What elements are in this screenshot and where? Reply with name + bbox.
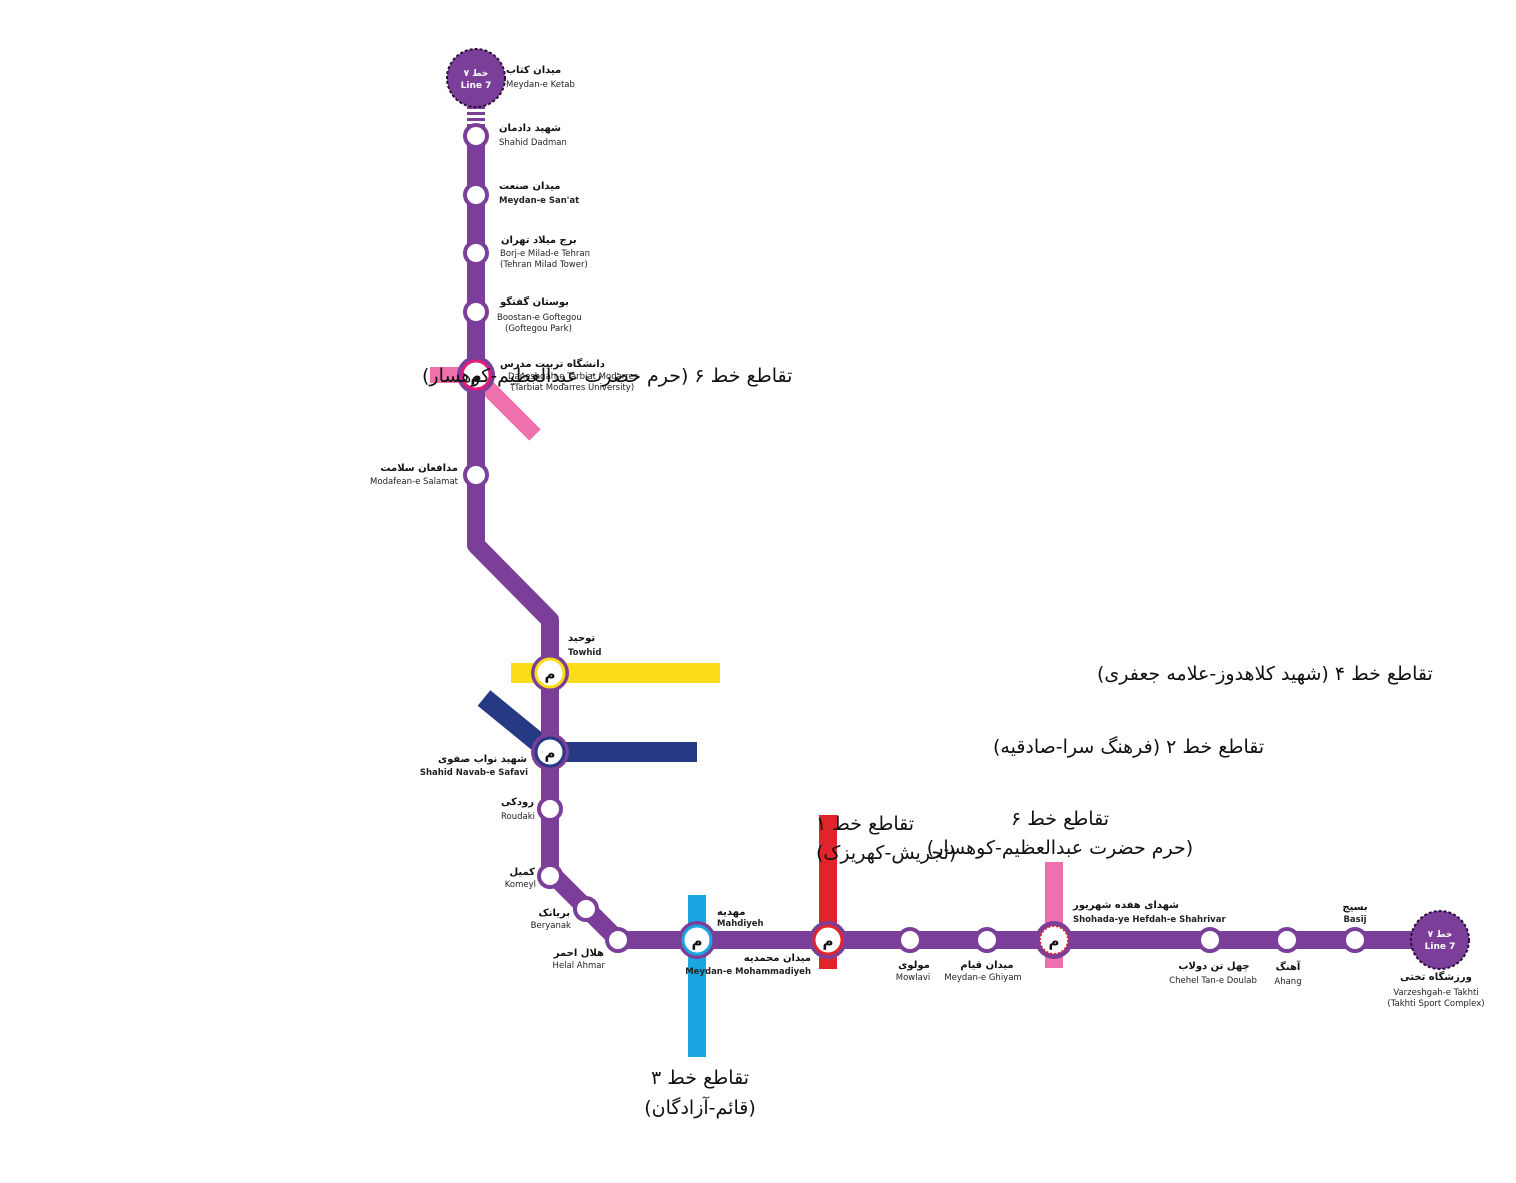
label-varzeshgah-takhti-en2: (Takhti Sport Complex) bbox=[1387, 999, 1484, 1009]
station-marker-modafean-salamat[interactable] bbox=[463, 462, 489, 488]
label-mohammadiyeh-fa: میدان محمدیه bbox=[744, 953, 811, 964]
label-towhid-en: Towhid bbox=[568, 648, 601, 658]
label-basij-en: Basij bbox=[1343, 915, 1366, 925]
label-roudaki-fa: رودکی bbox=[501, 797, 534, 808]
line2-branch bbox=[477, 690, 697, 762]
station-marker-boostan-goftegou[interactable] bbox=[463, 299, 489, 325]
label-roudaki-en: Roudaki bbox=[501, 812, 535, 822]
label-mowlavi-fa: مولوی bbox=[898, 960, 930, 971]
label-meydan-sanat-fa: میدان صنعت bbox=[499, 181, 560, 192]
station-markers bbox=[463, 123, 1368, 953]
label-tarbiat-modarres-fa: دانشگاه تربیت مدرس bbox=[500, 357, 605, 370]
interchange-shohada-17[interactable]: م bbox=[1035, 921, 1073, 959]
station-marker-basij[interactable] bbox=[1342, 927, 1368, 953]
label-navab-safavi-fa: شهید نواب صفوی bbox=[438, 754, 527, 765]
label-shahid-dadman-fa: شهید دادمان bbox=[499, 123, 561, 134]
label-boostan-goftegou-en: Boostan-e Goftegou bbox=[497, 313, 582, 323]
label-modafean-salamat-en: Modafean-e Salamat bbox=[370, 477, 459, 487]
interchange-tarbiat-modarres[interactable]: م bbox=[457, 356, 495, 394]
label-towhid-fa: توحید bbox=[568, 633, 595, 644]
terminal-north-fa: خط ۷ bbox=[464, 69, 489, 79]
label-beryanak-fa: بریانک bbox=[539, 908, 570, 919]
interchange-mohammadiyeh[interactable]: م bbox=[809, 921, 847, 959]
station-marker-ghiyam[interactable] bbox=[974, 927, 1000, 953]
label-varzeshgah-takhti-en: Varzeshgah-e Takhti bbox=[1393, 988, 1478, 998]
label-mahdiyeh-en: Mahdiyeh bbox=[717, 919, 764, 929]
metro-icon: م bbox=[545, 744, 556, 762]
label-shahid-dadman-en: Shahid Dadman bbox=[499, 138, 567, 148]
label-ahang-en: Ahang bbox=[1274, 977, 1301, 987]
label-mowlavi-en: Mowlavi bbox=[896, 973, 930, 983]
label-meydan-ketab-fa: میدان کتاب bbox=[506, 65, 561, 76]
label-chehel-tan-fa: چهل تن دولاب bbox=[1178, 961, 1249, 972]
metro-icon: م bbox=[1049, 932, 1060, 950]
label-borj-milad-fa: برج میلاد تهران bbox=[501, 235, 577, 246]
label-mahdiyeh-fa: مهدیه bbox=[717, 907, 745, 918]
station-marker-chehel-tan[interactable] bbox=[1197, 927, 1223, 953]
label-modafean-salamat-fa: مدافعان سلامت bbox=[380, 463, 458, 474]
annotation-line6-east-title: تقاطع خط ۶ bbox=[1011, 808, 1109, 830]
station-marker-komeyl[interactable] bbox=[537, 863, 563, 889]
annotation-line1-route: (تجریش-کهریزک) bbox=[816, 842, 956, 864]
metro-icon: م bbox=[692, 932, 703, 950]
station-labels: میدان کتاب Meydan-e Ketab شهید دادمان Sh… bbox=[370, 65, 1485, 1009]
label-komeyl-fa: کمیل bbox=[509, 867, 535, 878]
interchange-mahdiyeh[interactable]: م bbox=[678, 921, 716, 959]
label-navab-safavi-en: Shahid Navab-e Safavi bbox=[420, 768, 528, 778]
station-marker-shahid-dadman[interactable] bbox=[463, 123, 489, 149]
interchange-navab-safavi[interactable]: م bbox=[531, 733, 569, 771]
interchange-towhid[interactable]: م bbox=[531, 654, 569, 692]
annotation-line3-title: تقاطع خط ۳ bbox=[651, 1067, 749, 1089]
label-borj-milad-en2: (Tehran Milad Tower) bbox=[500, 260, 588, 270]
metro-icon: م bbox=[471, 367, 482, 385]
annotation-line3-route: (قائم-آزادگان) bbox=[644, 1095, 755, 1119]
metro-icon: م bbox=[545, 665, 556, 683]
label-borj-milad-en: Borj-e Milad-e Tehran bbox=[500, 249, 590, 259]
station-marker-ahang[interactable] bbox=[1274, 927, 1300, 953]
terminal-east-fa: خط ۷ bbox=[1428, 930, 1453, 940]
label-helal-ahmar-en: Helal Ahmar bbox=[553, 961, 606, 971]
station-marker-beryanak[interactable] bbox=[573, 896, 599, 922]
interchange-annotations: تقاطع خط ۶ (حرم حضرت عبدالعظیم-کوهسار) ت… bbox=[422, 365, 1433, 1119]
label-meydan-sanat-en: Meydan-e San'at bbox=[499, 196, 579, 206]
station-marker-helal-ahmar[interactable] bbox=[605, 927, 631, 953]
terminal-north-en: Line 7 bbox=[461, 81, 492, 91]
label-boostan-goftegou-en2: (Goftegou Park) bbox=[505, 324, 572, 334]
terminal-north[interactable]: خط ۷ Line 7 bbox=[446, 48, 506, 108]
station-marker-meydan-sanat[interactable] bbox=[463, 182, 489, 208]
label-chehel-tan-en: Chehel Tan-e Doulab bbox=[1169, 976, 1257, 986]
label-tarbiat-modarres-en2: (Tarbiat Modarres University) bbox=[511, 383, 634, 393]
label-ghiyam-fa: میدان قیام bbox=[960, 960, 1013, 971]
label-shohada-17-fa: شهدای هفده شهریور bbox=[1072, 900, 1179, 911]
annotation-line1-title: تقاطع خط ۱ bbox=[816, 813, 914, 835]
crossing-lines bbox=[430, 367, 1063, 1057]
label-beryanak-en: Beryanak bbox=[531, 921, 571, 931]
annotation-line4: تقاطع خط ۴ (شهید کلاهدوز-علامه جعفری) bbox=[1097, 663, 1433, 685]
label-meydan-ketab-en: Meydan-e Ketab bbox=[506, 80, 575, 90]
label-ghiyam-en: Meydan-e Ghiyam bbox=[944, 973, 1021, 983]
station-marker-roudaki[interactable] bbox=[537, 796, 563, 822]
line7-route bbox=[467, 126, 1355, 949]
station-marker-borj-milad[interactable] bbox=[463, 240, 489, 266]
annotation-line6-east-route: (حرم حضرت عبدالعظیم-کوهسار) bbox=[927, 837, 1193, 859]
label-boostan-goftegou-fa: بوستان گفتگو bbox=[499, 295, 569, 308]
label-helal-ahmar-fa: هلال احمر bbox=[553, 948, 604, 959]
label-komeyl-en: Komeyl bbox=[505, 880, 536, 890]
label-shohada-17-en: Shohada-ye Hefdah-e Shahrivar bbox=[1073, 915, 1226, 925]
terminal-east-en: Line 7 bbox=[1425, 942, 1456, 952]
label-tarbiat-modarres-en: Daneshgah-e Tarbiat Modarres bbox=[508, 372, 639, 382]
label-basij-fa: بسیج bbox=[1342, 902, 1367, 913]
station-marker-mowlavi[interactable] bbox=[897, 927, 923, 953]
annotation-line2: تقاطع خط ۲ (فرهنگ سرا-صادقیه) bbox=[993, 736, 1264, 758]
label-mohammadiyeh-en: Meydan-e Mohammadiyeh bbox=[685, 967, 811, 977]
label-varzeshgah-takhti-fa: ورزشگاه تختی bbox=[1400, 970, 1472, 983]
annotation-line6-north: تقاطع خط ۶ (حرم حضرت عبدالعظیم-کوهسار) bbox=[422, 365, 792, 387]
label-ahang-fa: آهنگ bbox=[1276, 960, 1301, 973]
terminal-east[interactable]: خط ۷ Line 7 bbox=[1410, 910, 1470, 970]
metro-icon: م bbox=[823, 932, 834, 950]
